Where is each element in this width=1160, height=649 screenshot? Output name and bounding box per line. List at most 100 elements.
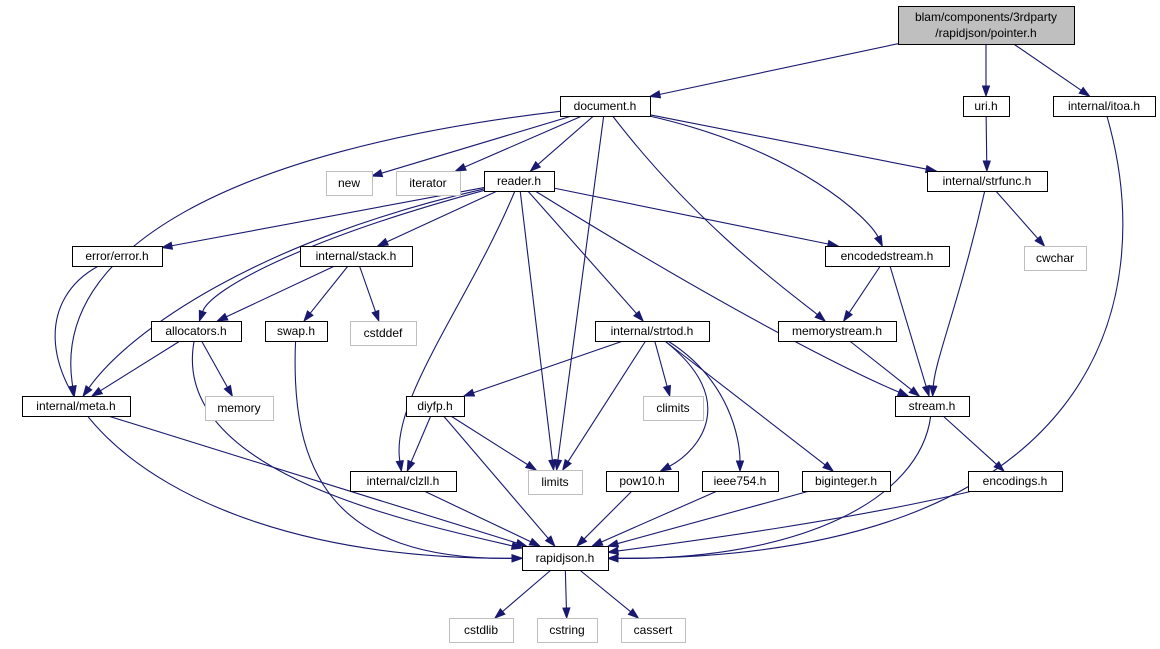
edge-line [202, 189, 485, 312]
node-label: internal/stack.h [316, 249, 397, 263]
edge-allocators-to-meta [90, 340, 181, 397]
edge-line [617, 415, 932, 560]
edges-layer [54, 43, 1124, 620]
node-uri[interactable]: uri.h [963, 96, 1010, 117]
edge-line [649, 114, 927, 170]
node-label: cassert [634, 623, 673, 637]
arrowhead-icon [493, 607, 506, 619]
node-cstring: cstring [537, 618, 598, 643]
edge-line [848, 265, 881, 313]
edge-strtod-to-biginteger [664, 340, 835, 472]
edge-line [502, 569, 552, 612]
node-encodedstream[interactable]: encodedstream.h [825, 246, 950, 267]
node-document[interactable]: document.h [560, 96, 651, 117]
edge-allocators-to-memory [201, 340, 234, 398]
edge-rapidjson-to-cstdlib [493, 569, 552, 619]
edge-line [579, 569, 631, 613]
node-box [265, 321, 328, 342]
arrowhead-icon [633, 310, 645, 323]
edge-document-to-encodedstream [649, 115, 883, 248]
arrowhead-icon [548, 459, 557, 472]
arrowhead-icon [735, 460, 745, 473]
edge-document-to-iterator [454, 115, 583, 172]
node-label: swap.h [277, 324, 315, 338]
node-strfunc[interactable]: internal/strfunc.h [927, 171, 1048, 192]
node-box [927, 171, 1048, 192]
node-cassert: cassert [621, 618, 686, 643]
node-stack[interactable]: internal/stack.h [300, 246, 413, 267]
node-box [702, 471, 779, 492]
node-biginteger[interactable]: biginteger.h [802, 471, 891, 492]
node-box [606, 471, 679, 492]
node-pow10[interactable]: pow10.h [606, 471, 679, 492]
node-memorystream[interactable]: memorystream.h [778, 321, 897, 342]
node-box [300, 246, 413, 267]
edge-document-to-limits [553, 115, 605, 472]
node-box [621, 618, 686, 643]
edge-pointer-to-uri [981, 44, 991, 98]
node-label: pow10.h [619, 474, 664, 488]
edge-stream-to-encodings [942, 415, 1006, 473]
node-limits: limits [528, 470, 583, 495]
node-encodings[interactable]: encodings.h [968, 471, 1063, 492]
edge-line [88, 188, 485, 389]
edge-line [664, 340, 826, 466]
node-box [350, 471, 457, 492]
edge-reader-to-encodedstream [553, 187, 840, 249]
edge-strtod-to-pow10 [659, 340, 709, 472]
edge-line [932, 190, 986, 387]
arrowhead-icon [303, 310, 314, 323]
node-memory: memory [205, 396, 274, 421]
arrowhead-icon [873, 234, 883, 248]
node-label: cstddef [364, 326, 403, 340]
node-label: uri.h [974, 99, 997, 113]
edge-meta-to-rapidjson [108, 415, 528, 547]
arrowhead-icon [82, 385, 93, 398]
node-label: diyfp.h [417, 399, 452, 413]
edge-line [537, 115, 594, 165]
node-label: stream.h [909, 399, 956, 413]
node-box [802, 471, 891, 492]
arrowhead-icon [993, 460, 1006, 473]
arrowhead-icon [406, 459, 416, 473]
node-box [778, 321, 897, 342]
edge-allocators-to-rapidjson [191, 340, 524, 550]
arrowhead-icon [908, 386, 921, 397]
node-label: rapidjson.h [536, 551, 595, 565]
node-box [151, 321, 242, 342]
edge-encodedstream-to-memorystream [842, 265, 881, 323]
node-box [595, 321, 710, 342]
node-error[interactable]: error/error.h [72, 246, 163, 267]
arrowhead-icon [606, 539, 620, 548]
edge-line [583, 490, 633, 540]
node-ieee754[interactable]: ieee754.h [702, 471, 779, 492]
node-itoa[interactable]: internal/itoa.h [1053, 96, 1156, 117]
edge-line [386, 190, 498, 243]
edge-memorystream-to-stream [849, 340, 921, 397]
arrowhead-icon [90, 386, 104, 397]
node-strtod[interactable]: internal/strtod.h [595, 321, 710, 342]
node-box [205, 396, 274, 421]
node-cstddef: cstddef [350, 321, 417, 346]
node-meta[interactable]: internal/meta.h [22, 396, 131, 417]
node-pointer[interactable]: blam/components/3rdparty/rapidjson/point… [898, 6, 1075, 45]
edge-line [443, 415, 549, 539]
node-clzll[interactable]: internal/clzll.h [350, 471, 457, 492]
node-cwchar: cwchar [1024, 246, 1087, 271]
edge-document-to-meta [68, 110, 561, 398]
arrowhead-icon [981, 85, 991, 98]
node-stream[interactable]: stream.h [895, 396, 970, 417]
node-box [537, 618, 598, 643]
node-label: blam/components/3rdparty [915, 10, 1057, 24]
edge-line [108, 415, 518, 544]
node-reader[interactable]: reader.h [484, 171, 555, 192]
arrowhead-icon [454, 162, 467, 172]
node-swap[interactable]: swap.h [265, 321, 328, 342]
node-label: cwchar [1036, 251, 1074, 265]
arrowhead-icon [648, 90, 662, 99]
node-rapidjson[interactable]: rapidjson.h [522, 546, 609, 571]
node-diyfp[interactable]: diyfp.h [406, 396, 465, 417]
node-allocators[interactable]: allocators.h [151, 321, 242, 342]
edge-line [450, 415, 528, 466]
